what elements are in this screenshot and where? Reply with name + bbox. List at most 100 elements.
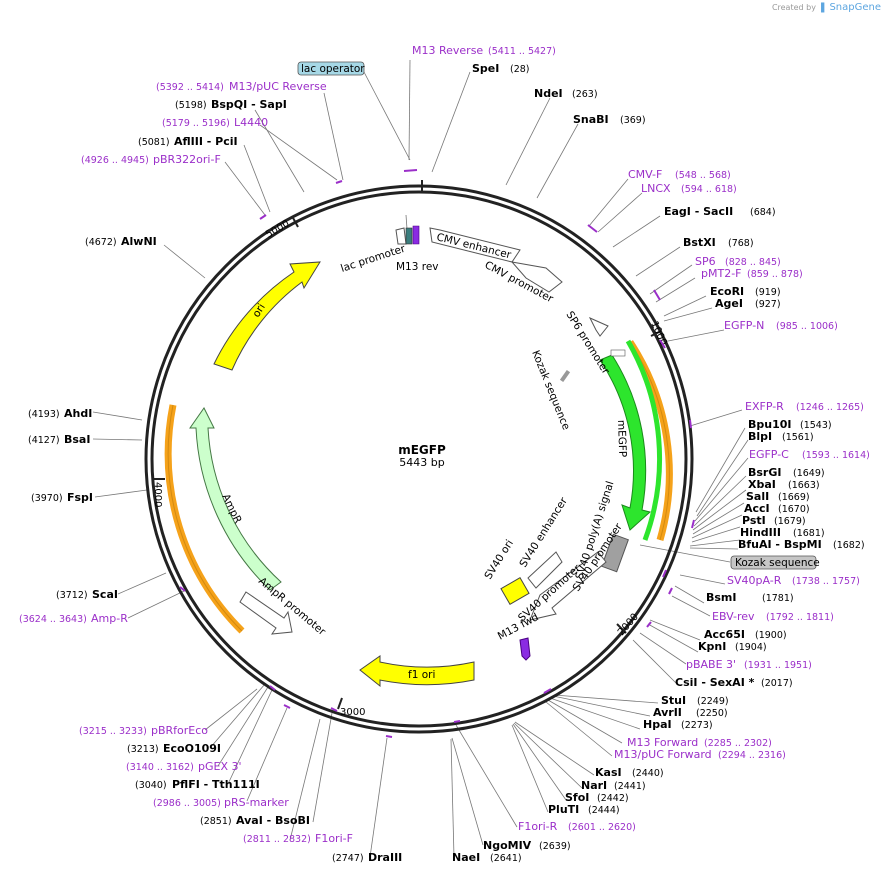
site-pos: (1781) bbox=[762, 593, 794, 604]
site-pos: (2440) bbox=[632, 768, 664, 779]
primer-name: M13/pUC Forward bbox=[614, 748, 712, 761]
primer-name: EGFP-C bbox=[749, 448, 789, 461]
site-pos: (5081) bbox=[138, 137, 170, 148]
site-pos: (1543) bbox=[800, 420, 832, 431]
site-pos: (2249) bbox=[697, 696, 729, 707]
primer-pos: (5392 .. 5414) bbox=[156, 82, 224, 93]
site-pos: (1679) bbox=[774, 516, 806, 527]
site-pos: (4193) bbox=[28, 409, 60, 420]
site-pos: (684) bbox=[750, 207, 776, 218]
site-pos: (919) bbox=[755, 287, 781, 298]
tick-label: 3000 bbox=[340, 707, 365, 718]
site-name: BlpI bbox=[748, 430, 772, 443]
sv40-ori-box bbox=[500, 577, 530, 605]
primer-pos: (985 .. 1006) bbox=[776, 321, 838, 332]
site-name: XbaI bbox=[748, 478, 776, 491]
sp6-promoter-label: SP6 promoter bbox=[563, 309, 612, 377]
primer-pos: (1738 .. 1757) bbox=[792, 576, 860, 587]
primer-pos: (859 .. 878) bbox=[747, 269, 803, 280]
primer-pos: (1246 .. 1265) bbox=[796, 402, 864, 413]
site-pos: (1670) bbox=[778, 504, 810, 515]
plasmid-length: 5443 bp bbox=[399, 456, 444, 469]
site-name: StuI bbox=[661, 694, 686, 707]
site-name: DraIII bbox=[368, 851, 402, 864]
site-name: EcoRI bbox=[710, 285, 744, 298]
site-name: FspI bbox=[67, 491, 93, 504]
ampr-arrow bbox=[189, 407, 282, 591]
kozak-mark bbox=[559, 369, 571, 383]
site-name: SnaBI bbox=[573, 113, 609, 126]
site-name: AflIII - PciI bbox=[174, 135, 238, 148]
plasmid-name: mEGFP bbox=[398, 443, 446, 457]
site-name: AvaI - BsoBI bbox=[236, 814, 310, 827]
cmv-enhancer-label: CMV enhancer bbox=[435, 231, 513, 261]
primer-pos: (3624 .. 3643) bbox=[19, 614, 87, 625]
primer-name: SP6 bbox=[695, 255, 716, 268]
site-pos: (3213) bbox=[127, 744, 159, 755]
primer-pos: (548 .. 568) bbox=[675, 170, 731, 181]
credit-text: Created by bbox=[771, 3, 816, 12]
primer-name: pBABE 3' bbox=[686, 658, 736, 671]
site-name: SpeI bbox=[472, 62, 499, 75]
megfp-feature-label: mEGFP bbox=[615, 420, 628, 458]
primer-pos: (3215 .. 3233) bbox=[79, 726, 147, 737]
site-name: AvrII bbox=[653, 706, 682, 719]
site-pos: (927) bbox=[755, 299, 781, 310]
primer-name: L4440 bbox=[234, 116, 268, 129]
primer-name: EBV-rev bbox=[712, 610, 755, 623]
snapgene-name: SnapGene bbox=[829, 2, 881, 13]
connector-lines bbox=[92, 59, 749, 858]
site-pos: (2747) bbox=[332, 853, 364, 864]
orange-arc-ampr-edge bbox=[167, 404, 243, 632]
snapgene-credit: Created by ❚ SnapGene bbox=[772, 2, 881, 13]
site-pos: (2639) bbox=[539, 841, 571, 852]
f1-ori-label: f1 ori bbox=[408, 669, 435, 681]
primer-marks bbox=[179, 169, 695, 738]
primer-pos: (1593 .. 1614) bbox=[802, 450, 870, 461]
snapgene-logo: ❚ bbox=[818, 2, 827, 13]
sv40-enhancer-label: SV40 enhancer bbox=[517, 495, 570, 570]
sp6-promoter-arrow bbox=[588, 316, 609, 337]
primer-name: pMT2-F bbox=[701, 267, 742, 280]
site-pos: (2851) bbox=[200, 816, 232, 827]
site-pos: (28) bbox=[510, 64, 530, 75]
site-pos: (1900) bbox=[755, 630, 787, 641]
site-pos: (3712) bbox=[56, 590, 88, 601]
sv40-ori-label: SV40 ori bbox=[482, 538, 516, 582]
sv40-polya-box bbox=[601, 533, 629, 573]
site-pos: (369) bbox=[620, 115, 646, 126]
kozak-label: Kozak sequence bbox=[529, 349, 572, 432]
site-pos: (1904) bbox=[735, 642, 767, 653]
primer-name: M13 Forward bbox=[627, 736, 698, 749]
f1-ori-arrow bbox=[359, 655, 475, 688]
site-name: ScaI bbox=[92, 588, 118, 601]
tick-label: 4000 bbox=[152, 482, 163, 507]
m13-fwd-arrow bbox=[519, 637, 531, 661]
lac-operator-mark bbox=[405, 227, 413, 245]
site-name: AccI bbox=[744, 502, 770, 515]
backbone-outer bbox=[144, 184, 694, 734]
tick-label: 1000 bbox=[648, 320, 668, 348]
site-name: SfoI bbox=[565, 791, 589, 804]
site-name: SalI bbox=[746, 490, 769, 503]
lac-operator-box bbox=[297, 61, 365, 76]
site-pos: (1681) bbox=[793, 528, 825, 539]
site-pos: (2250) bbox=[696, 708, 728, 719]
site-pos: (1663) bbox=[788, 480, 820, 491]
m13-rev-mark bbox=[412, 225, 420, 245]
primer-pos: (2294 .. 2316) bbox=[718, 750, 786, 761]
primer-name: EGFP-N bbox=[724, 319, 764, 332]
primer-pos: (1792 .. 1811) bbox=[766, 612, 834, 623]
site-name: PflFI - Tth111I bbox=[172, 778, 260, 791]
site-pos: (1561) bbox=[782, 432, 814, 443]
site-name: BsrGI bbox=[748, 466, 781, 479]
primer-name: pBRforEco bbox=[151, 724, 208, 737]
primer-name: M13 Reverse bbox=[412, 44, 483, 57]
site-name: EcoO109I bbox=[163, 742, 221, 755]
site-name: PluTI bbox=[548, 803, 579, 816]
site-name: BfuAI - BspMI bbox=[738, 538, 822, 551]
site-name: Bpu10I bbox=[748, 418, 792, 431]
kozak-box-label: Kozak sequence bbox=[735, 557, 820, 569]
site-name: BsaI bbox=[64, 433, 90, 446]
